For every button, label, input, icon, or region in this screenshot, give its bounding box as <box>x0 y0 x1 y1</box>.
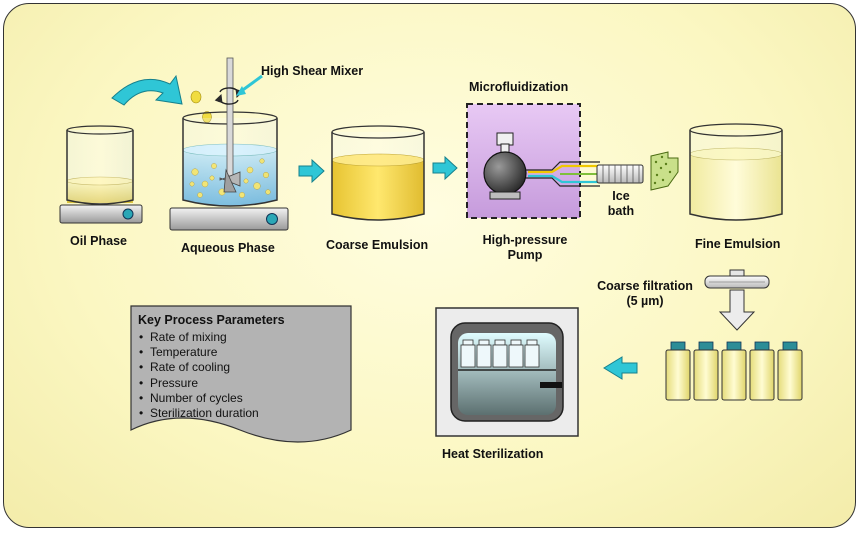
flow-arrow-icon <box>432 155 458 181</box>
parameters-title: Key Process Parameters <box>138 313 285 327</box>
parameter-item: Pressure <box>138 376 348 391</box>
autoclave-icon <box>435 307 579 437</box>
parameter-item: Rate of mixing <box>138 330 348 345</box>
ice-bath-label-line2: bath <box>607 204 635 218</box>
coarse-filtration-label-line1: Coarse filtration <box>597 279 693 293</box>
oil-droplet-icon <box>190 90 212 123</box>
parameters-list: Rate of mixing Temperature Rate of cooli… <box>138 330 348 421</box>
parameter-item: Sterilization duration <box>138 406 348 421</box>
syringe-filter-icon <box>704 269 770 331</box>
aqueous-phase-label: Aqueous Phase <box>181 241 275 255</box>
ice-bath-label: Ice bath <box>596 189 646 219</box>
flow-arrow-icon <box>603 356 638 380</box>
heat-sterilization-label: Heat Sterilization <box>442 447 544 461</box>
coarse-filtration-label: Coarse filtration (5 µm) <box>585 279 705 309</box>
high-pressure-pump-label-line1: High-pressure <box>482 233 568 247</box>
high-shear-mixer-label: High Shear Mixer <box>261 64 364 78</box>
ice-bath-label-line1: Ice <box>612 189 630 203</box>
key-process-parameters: Key Process Parameters Rate of mixing Te… <box>138 313 348 421</box>
high-pressure-pump-label: High-pressure Pump <box>470 233 580 263</box>
oil-phase-beaker-icon <box>59 125 143 224</box>
parameter-item: Rate of cooling <box>138 360 348 375</box>
fine-emulsion-beaker-icon <box>689 123 783 221</box>
vials-icon <box>665 341 803 401</box>
fine-emulsion-label: Fine Emulsion <box>695 237 781 251</box>
parameter-item: Number of cycles <box>138 391 348 406</box>
flow-arrow-icon <box>298 158 325 184</box>
high-pressure-pump-label-line2: Pump <box>507 248 543 262</box>
microfluidization-box <box>466 103 581 219</box>
parameter-item: Temperature <box>138 345 348 360</box>
microfluidization-label: Microfluidization <box>469 80 569 94</box>
aqueous-phase-beaker-icon <box>169 57 289 231</box>
high-pressure-pump-icon <box>483 151 600 200</box>
ice-bath-icon <box>596 164 644 184</box>
coarse-emulsion-label: Coarse Emulsion <box>326 238 429 252</box>
coarse-emulsion-beaker-icon <box>331 125 425 221</box>
coarse-filtration-label-line2: (5 µm) <box>626 294 664 308</box>
filter-cartridge-icon <box>650 151 679 191</box>
oil-phase-label: Oil Phase <box>70 234 127 248</box>
pour-arrow-icon <box>111 74 183 106</box>
